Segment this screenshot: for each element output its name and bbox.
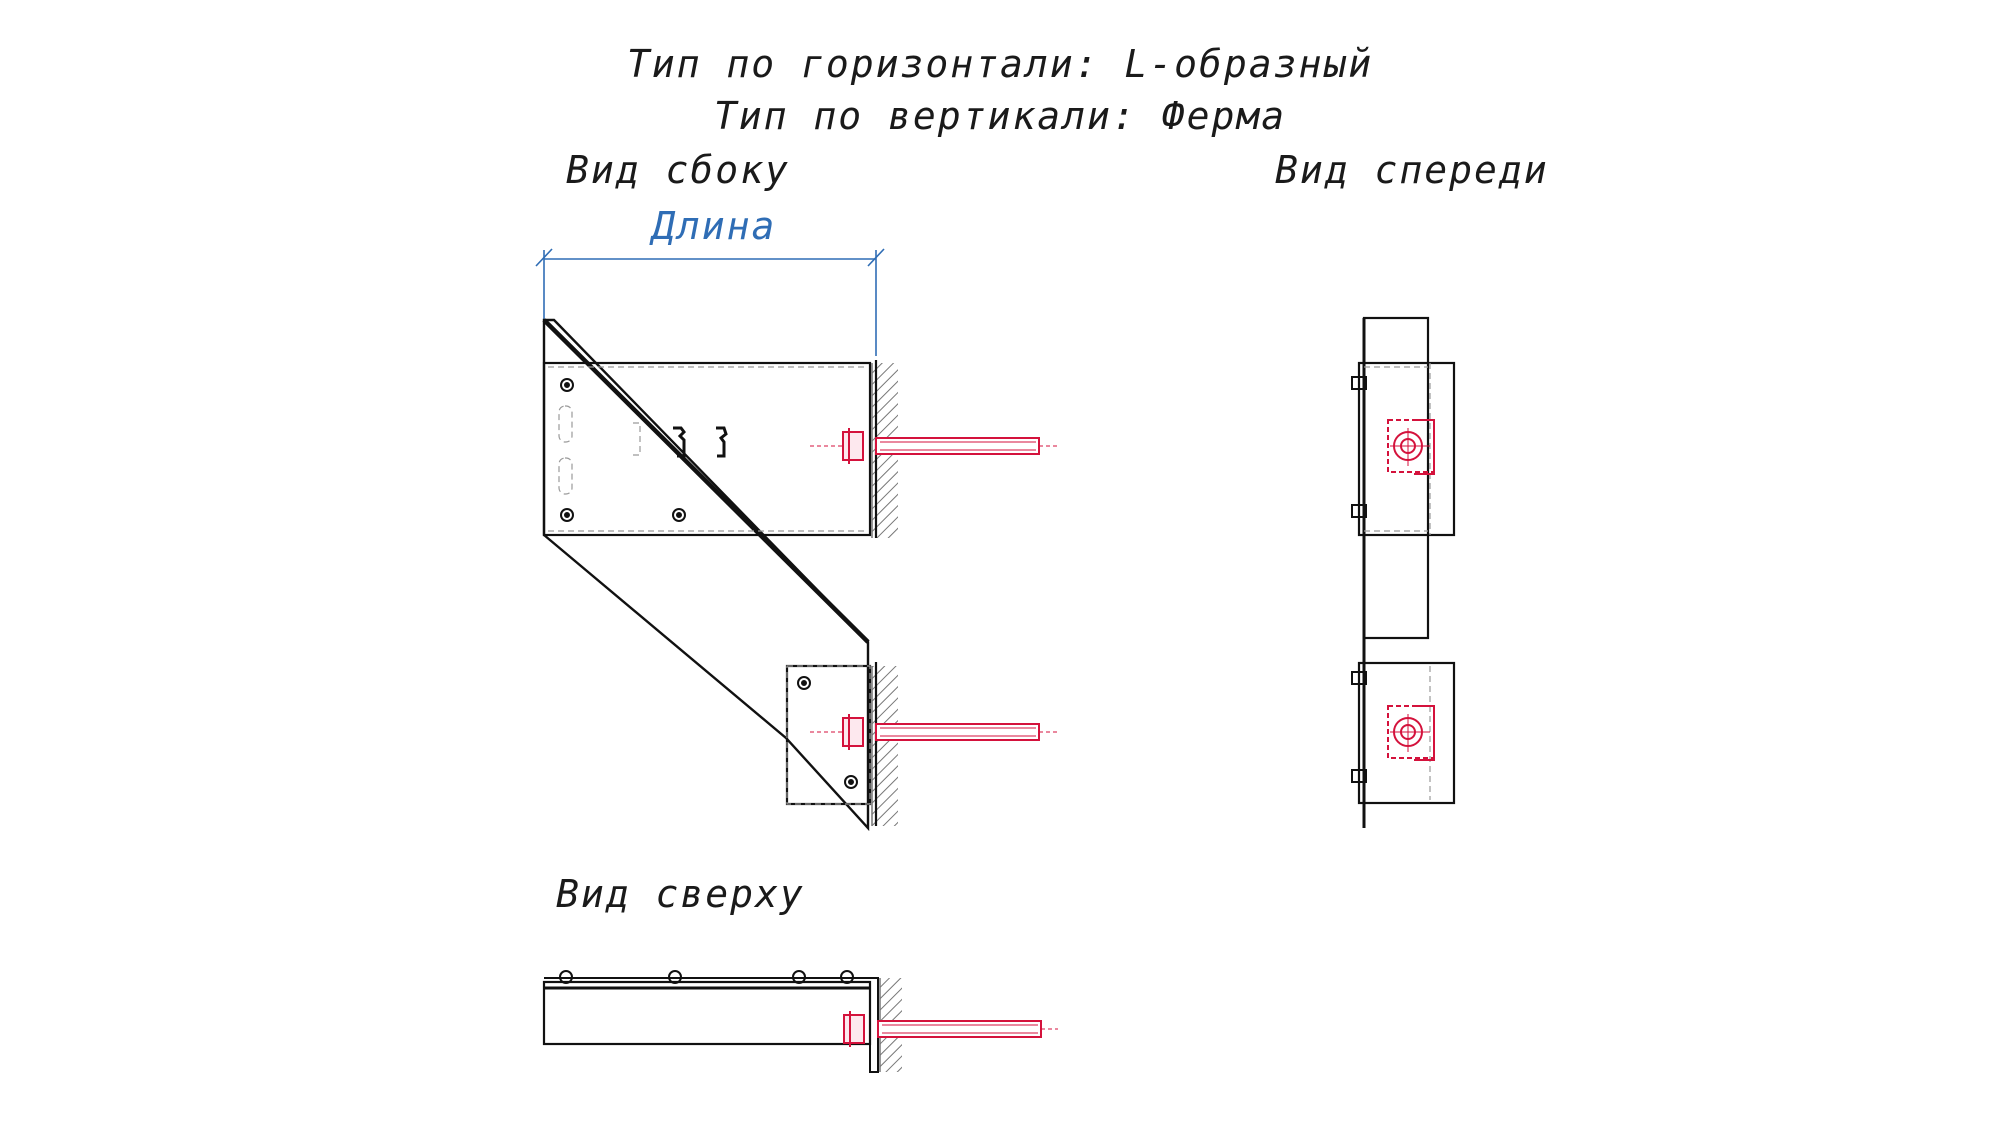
top-body (542, 980, 872, 1046)
anchor-lower (810, 714, 1058, 750)
top-anchor (843, 1011, 1058, 1047)
front-plate (1362, 316, 1430, 640)
side-view-label: Вид сбоку (566, 148, 790, 192)
length-dimension-label: Длина (652, 204, 777, 248)
front-anchor-upper (1387, 419, 1435, 475)
top-view (542, 970, 1058, 1073)
length-dimension (535, 248, 885, 356)
vertical-type-title: Тип по вертикали: Ферма (713, 94, 1287, 138)
truss-diagonal (542, 318, 870, 832)
front-anchor-lower (1387, 705, 1435, 761)
front-upper-bracket (1357, 361, 1456, 537)
horizontal-type-title: Тип по горизонтали: L-образный (626, 42, 1374, 86)
front-view (1351, 316, 1456, 828)
hook-slots (673, 426, 728, 458)
front-lower-bracket (1357, 661, 1456, 805)
top-view-label: Вид сверху (556, 872, 805, 916)
upper-bracket (542, 361, 872, 537)
front-view-label: Вид спереди (1275, 148, 1549, 192)
side-bolts (560, 378, 858, 789)
front-bolts (1351, 376, 1367, 783)
side-view (535, 248, 1058, 832)
top-bolts (559, 970, 854, 984)
wall-lower (871, 662, 898, 826)
anchor-upper (810, 428, 1058, 464)
